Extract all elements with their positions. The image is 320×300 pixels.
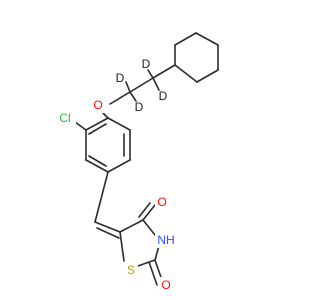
bond [196, 69, 219, 83]
bond [107, 159, 131, 173]
bond [85, 159, 109, 173]
carbonyl-oxygen-lower-label: O [161, 278, 170, 292]
bond [138, 202, 151, 218]
bond [152, 64, 176, 79]
bond [147, 69, 154, 79]
bond [129, 77, 154, 93]
bond [134, 259, 156, 268]
deuterium-label: D [116, 71, 125, 85]
bond [94, 171, 109, 223]
bond [125, 81, 131, 93]
bond [107, 117, 131, 131]
bond [174, 32, 197, 46]
bond [174, 64, 198, 83]
bond [88, 155, 107, 167]
sulfur-atom-label: S [127, 263, 135, 277]
bond [119, 219, 144, 233]
carbonyl-oxygen-upper-label: O [157, 195, 166, 209]
bond [88, 123, 107, 135]
nitrogen-nh-label: NH [157, 233, 174, 247]
bond [109, 91, 131, 105]
bond [129, 91, 137, 102]
bond [152, 77, 160, 91]
deuterium-label: D [159, 89, 168, 103]
chlorine-atom-label: Cl [59, 111, 70, 125]
deuterium-label: D [135, 100, 144, 114]
atom-labels: Cl O D D D D O NH S O [56, 57, 177, 293]
bonds [74, 32, 219, 286]
bond [96, 227, 120, 239]
bond [119, 231, 125, 262]
deuterium-label: D [142, 57, 151, 71]
bond [94, 221, 121, 233]
bond [142, 219, 156, 236]
ether-oxygen-label: O [93, 98, 102, 112]
bond [74, 121, 87, 131]
bond [148, 261, 158, 286]
bond [85, 117, 109, 131]
bond [195, 32, 219, 46]
bond [142, 204, 156, 221]
molecule-structure-diagram: Cl O D D D D O NH S O [56, 32, 219, 293]
